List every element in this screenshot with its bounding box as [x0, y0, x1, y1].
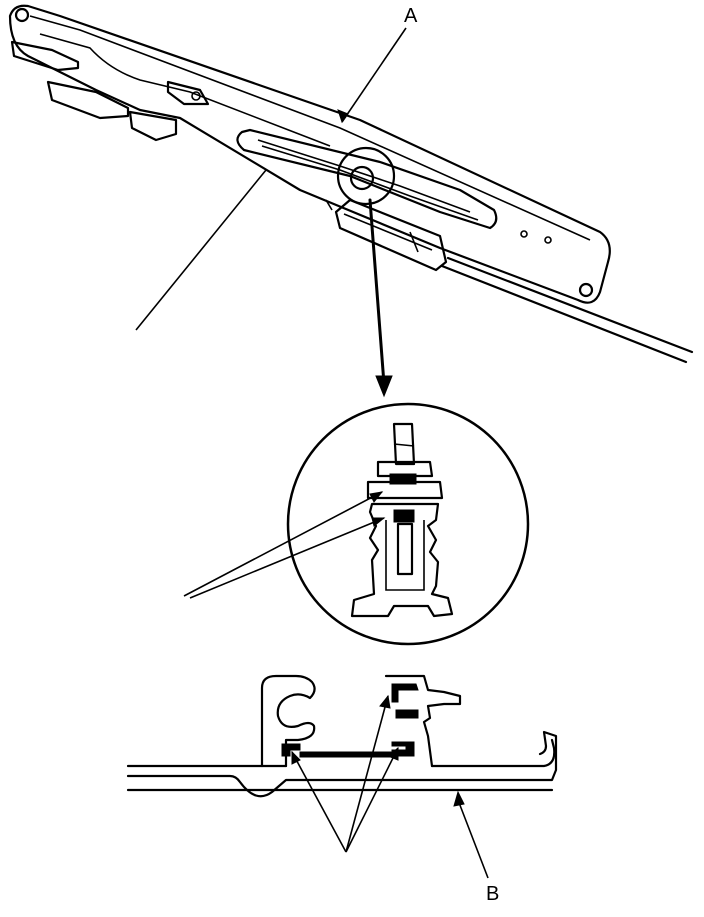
- blade-frame: [8, 4, 611, 304]
- right-clip: [384, 674, 462, 768]
- left-c-clip: [260, 674, 316, 768]
- detail-circle-small: [336, 146, 396, 206]
- detail-arrow: [368, 198, 386, 386]
- wiper-blade-assembly: [8, 4, 694, 398]
- detail-view-circle: [183, 402, 530, 646]
- callout-label-a: A: [404, 5, 418, 27]
- cross-section-view: [126, 674, 558, 879]
- callout-label-b: B: [486, 883, 500, 905]
- spring-slot: [236, 128, 498, 230]
